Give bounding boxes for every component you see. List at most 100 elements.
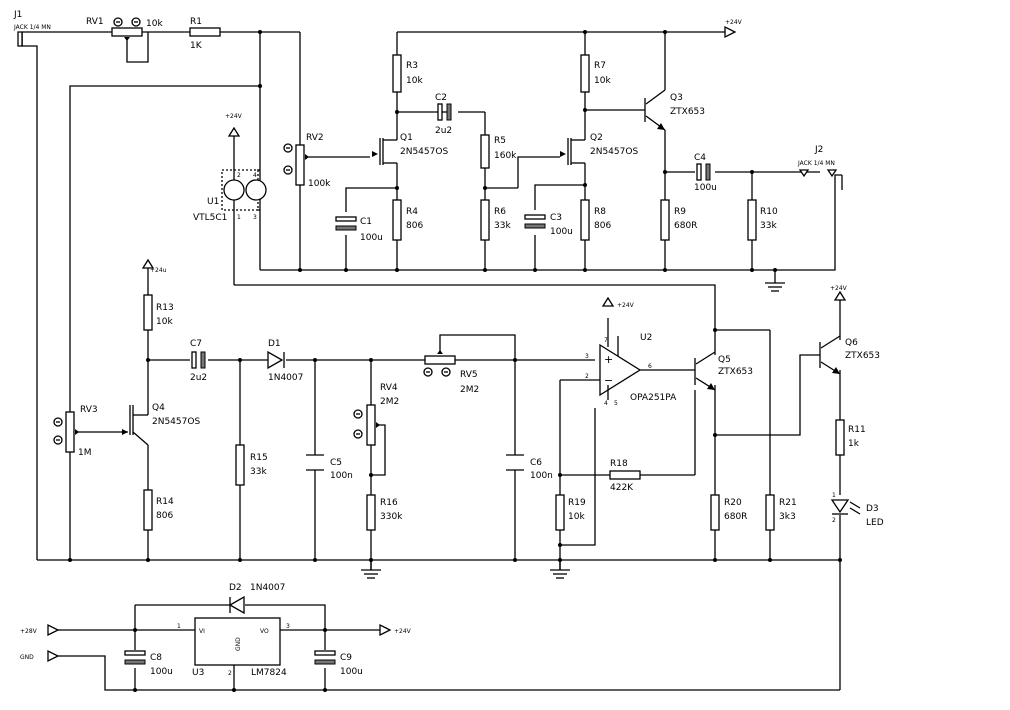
r16-value: 330k — [380, 512, 403, 522]
q1-jfet — [372, 138, 398, 175]
rv4-value: 2M2 — [380, 397, 399, 407]
r6-value: 33k — [494, 221, 511, 231]
r1-body — [189, 27, 221, 37]
r9-label: R9 — [674, 207, 686, 217]
u3-regulator — [194, 617, 281, 666]
j1-type: JACK 1/4 MN — [13, 24, 51, 31]
r8-label: R8 — [594, 207, 606, 217]
r19-label: R19 — [568, 498, 586, 508]
svg-text:4: 4 — [253, 172, 257, 179]
p24v-label-u1: +24V — [225, 113, 243, 120]
q2-value: 2N5457OS — [590, 147, 638, 157]
svg-text:+: + — [604, 353, 613, 366]
r14-label: R14 — [156, 497, 174, 507]
p28v-label: +28V — [20, 628, 38, 635]
q1-label: Q1 — [400, 133, 413, 143]
d2-label: D2 — [229, 583, 242, 593]
pot-markers — [53, 17, 451, 445]
r4-body — [392, 199, 402, 241]
gnd-label: GND — [20, 654, 34, 661]
r20-label: R20 — [724, 498, 742, 508]
svg-text:4: 4 — [604, 400, 608, 407]
q6-label: Q6 — [845, 338, 858, 348]
q3-value: ZTX653 — [670, 107, 705, 117]
r11-label: R11 — [848, 425, 866, 435]
c7-label: C7 — [190, 339, 202, 349]
bottom-wires — [37, 268, 841, 691]
svg-text:1: 1 — [832, 492, 836, 499]
r15-label: R15 — [250, 453, 268, 463]
j2-label: J2 — [814, 145, 823, 155]
d2-value: 1N4007 — [250, 583, 285, 593]
q4-jfet — [122, 405, 149, 446]
pin-labels: 2 4 1 3 3 2 6 7 4 5 + − 1 3 2 VI VO GND … — [177, 172, 836, 677]
rv4-body — [366, 404, 376, 446]
r14-value: 806 — [156, 511, 173, 521]
svg-text:2: 2 — [237, 172, 241, 179]
r9-body — [660, 199, 670, 241]
r3-label: R3 — [406, 61, 418, 71]
svg-text:2: 2 — [228, 670, 232, 677]
r16-label: R16 — [380, 498, 398, 508]
r15-value: 33k — [250, 467, 267, 477]
u2-opamp — [599, 336, 642, 400]
d1-label: D1 — [268, 339, 281, 349]
u1-label: U1 — [207, 197, 219, 207]
svg-text:−: − — [604, 374, 613, 387]
q5-value: ZTX653 — [718, 367, 753, 377]
svg-text:7: 7 — [604, 337, 608, 344]
svg-text:2: 2 — [585, 373, 589, 380]
rv2-label: RV2 — [306, 133, 324, 143]
r10-body — [747, 199, 757, 241]
c5-value: 100n — [330, 471, 353, 481]
r1-value: 1K — [190, 41, 203, 51]
u3-label: U3 — [192, 668, 204, 678]
r19-value: 10k — [568, 512, 585, 522]
r11-value: 1k — [848, 439, 860, 449]
p24v-label-q6: +24V — [830, 285, 848, 292]
q4-label: Q4 — [152, 403, 165, 413]
r5-label: R5 — [494, 136, 506, 146]
c2-value: 2u2 — [435, 126, 452, 136]
rv5-value: 2M2 — [460, 385, 479, 395]
r8-value: 806 — [594, 221, 611, 231]
d3-value: LED — [866, 518, 884, 528]
p24u-label: +24u — [150, 267, 167, 274]
transistors — [122, 89, 841, 446]
r4-label: R4 — [406, 207, 418, 217]
svg-text:VO: VO — [260, 628, 269, 635]
p24v-label-reg: +24V — [394, 628, 412, 635]
c3-value: 100u — [550, 227, 573, 237]
r7-value: 10k — [594, 76, 611, 86]
r16-body — [366, 494, 376, 531]
p24v-label-u2: +24V — [617, 302, 635, 309]
q2-label: Q2 — [590, 133, 603, 143]
rv1-label: RV1 — [86, 17, 104, 27]
rv2-value: 100k — [308, 179, 331, 189]
r1-label: R1 — [190, 17, 202, 27]
r18-body — [609, 470, 641, 480]
u1-value: VTL5C1 — [193, 213, 227, 223]
r20-body — [710, 494, 720, 531]
svg-text:3: 3 — [585, 353, 589, 360]
supply-labels: +24V +24V +24u +24V +24V +24V +28V GND — [20, 19, 848, 661]
r3-value: 10k — [406, 76, 423, 86]
svg-text:VI: VI — [199, 628, 205, 635]
rv2-body — [295, 144, 305, 186]
r13-body — [143, 294, 153, 331]
c2-label: C2 — [435, 93, 447, 103]
supply-symbols — [47, 25, 847, 663]
u2-value: OPA251PA — [630, 393, 677, 403]
jacks — [17, 31, 843, 190]
r8-body — [580, 199, 590, 241]
svg-text:1: 1 — [237, 214, 241, 221]
c3-label: C3 — [550, 213, 562, 223]
r14-body — [143, 489, 153, 531]
d1-value: 1N4007 — [268, 373, 303, 383]
r5-value: 160k — [494, 151, 517, 161]
c5-label: C5 — [330, 458, 342, 468]
r18-value: 422K — [610, 483, 634, 493]
svg-text:GND: GND — [235, 637, 242, 651]
diodes — [228, 350, 861, 615]
